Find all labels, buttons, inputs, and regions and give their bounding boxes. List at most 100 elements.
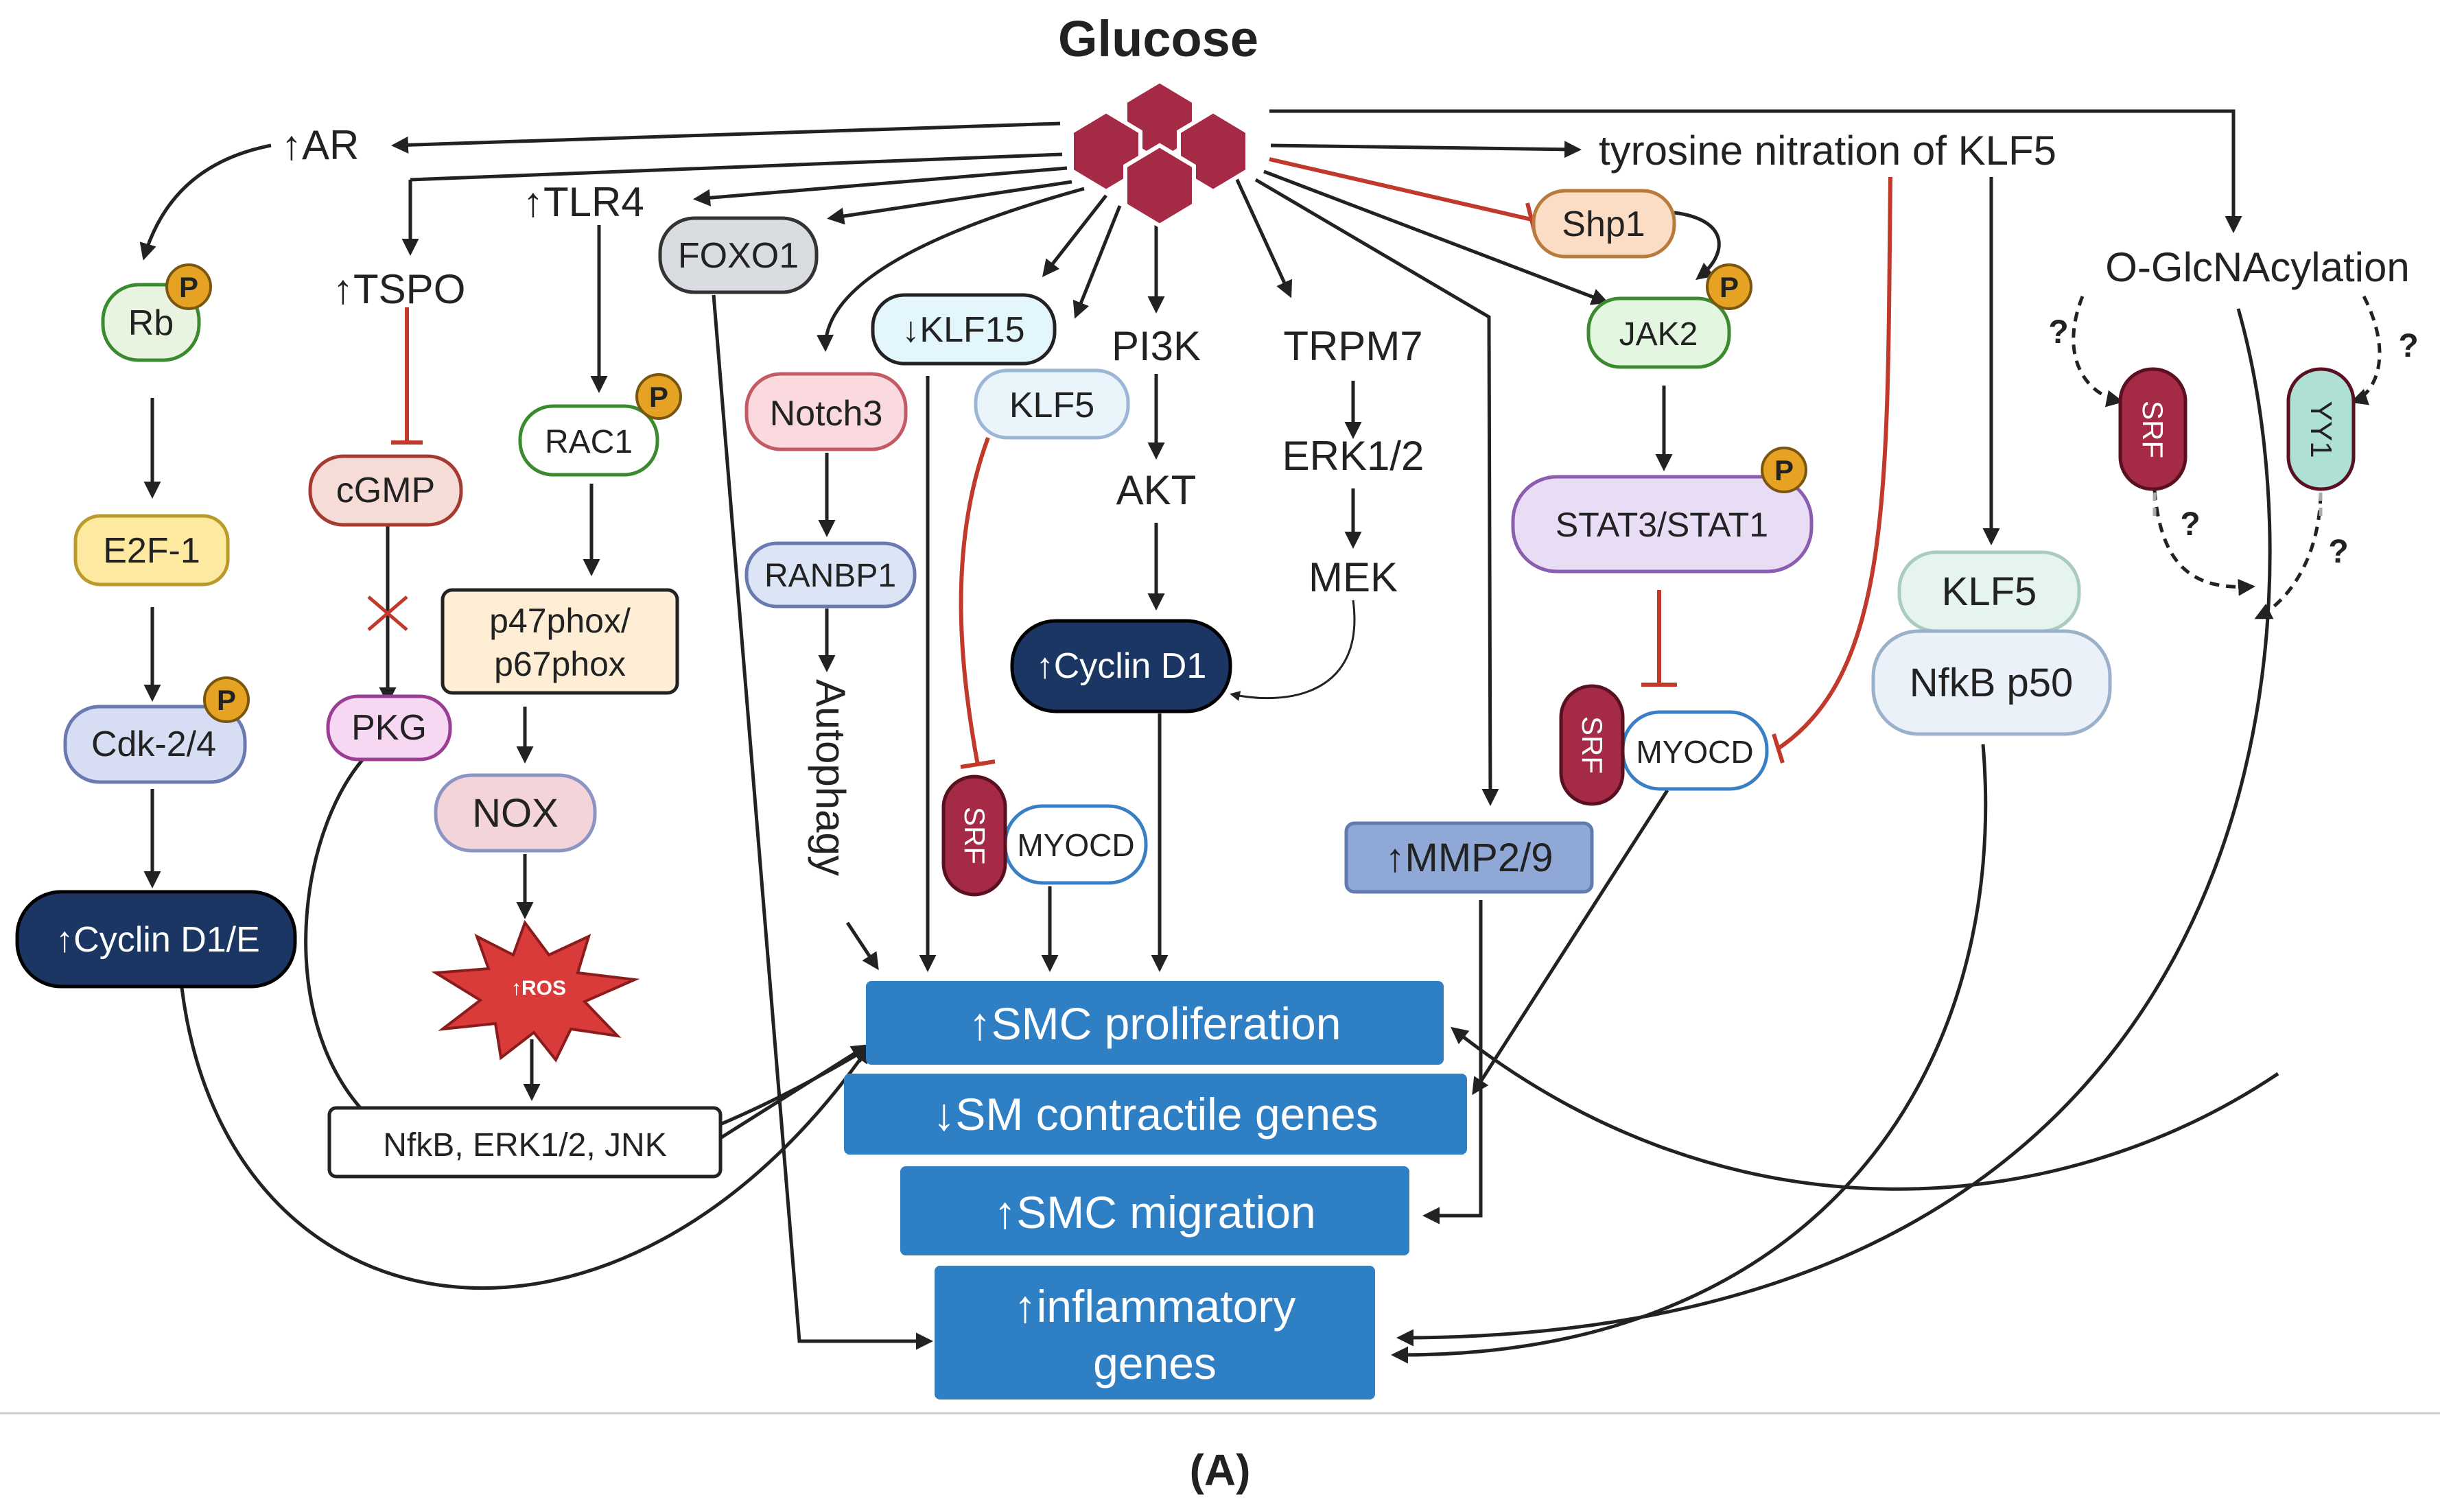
svg-text:P: P (649, 381, 668, 413)
node-ranbp1: RANBP1 (744, 541, 917, 609)
outcome-migration: ↑SMC migration (900, 1166, 1409, 1255)
svg-text:KLF5: KLF5 (1942, 569, 2037, 614)
svg-text:E2F-1: E2F-1 (103, 531, 200, 571)
inhibit-glucose-shp1 (1269, 157, 1532, 222)
edge-nfkb-prolif (716, 1044, 869, 1142)
edge-glucose-tspo (410, 152, 1063, 182)
svg-text:↑Cyclin D1/E: ↑Cyclin D1/E (56, 920, 260, 960)
svg-text:P: P (1774, 454, 1794, 486)
svg-text:↓KLF15: ↓KLF15 (902, 310, 1024, 350)
outcomes: ↑SMC proliferation ↓SM contractile genes… (844, 981, 1467, 1399)
node-mmp: ↑MMP2/9 (1344, 821, 1594, 894)
node-jak2: JAK2 (1586, 296, 1731, 369)
block-cross-b (367, 595, 408, 631)
phospho-icon-rb: P (165, 263, 212, 310)
svg-text:RAC1: RAC1 (545, 424, 633, 460)
glucose-icon (1070, 78, 1250, 228)
labels: ↑AR ↑TSPO ↑TLR4 PI3K AKT TRPM7 ERK1/2 ME… (281, 122, 2410, 876)
label-tyrosine: tyrosine nitration of KLF5 (1599, 128, 2056, 174)
edge-oglc-srf-dashed (2072, 296, 2124, 407)
edges (139, 109, 2279, 1364)
svg-text:p67phox: p67phox (494, 645, 626, 683)
node-cgmp: cGMP (308, 454, 463, 527)
svg-text:FOXO1: FOXO1 (678, 236, 799, 276)
node-foxo1: FOXO1 (658, 216, 819, 294)
phospho-icon-cdk: P (203, 676, 250, 723)
svg-text:MYOCD: MYOCD (1017, 827, 1134, 863)
dashed-edges (2072, 295, 2382, 619)
edge-foxo1-inflam (712, 294, 933, 1350)
svg-text:Cdk-2/4: Cdk-2/4 (91, 724, 216, 764)
svg-text:YY1: YY1 (2304, 401, 2338, 458)
node-p47phox: p47phox/ p67phox (441, 588, 679, 695)
svg-text:P: P (1720, 271, 1739, 303)
edge-mek-cyclin (1230, 600, 1356, 701)
svg-text:genes: genes (1093, 1338, 1217, 1389)
question-marks: ? ? ? ? (2048, 314, 2418, 570)
label-pi3k: PI3K (1112, 323, 1201, 369)
node-e2f1: E2F-1 (73, 514, 230, 587)
svg-text:SRF: SRF (959, 807, 991, 864)
inhibit-tyrosine-myocdb (1776, 176, 1892, 751)
svg-text:Rb: Rb (128, 303, 174, 343)
label-ar: ↑AR (281, 122, 359, 168)
svg-text:↑SMC migration: ↑SMC migration (994, 1187, 1315, 1238)
edge-autophagy-prolif (845, 921, 879, 971)
edge-glucose-trpm7 (1234, 177, 1293, 298)
label-erk: ERK1/2 (1282, 433, 1424, 479)
svg-text:↑SMC proliferation: ↑SMC proliferation (969, 998, 1341, 1049)
edge-glucose-jak2 (1263, 169, 1609, 305)
svg-text:cGMP: cGMP (336, 471, 435, 510)
edge-shp1-jak2 (1674, 211, 1721, 281)
edge-klf5node-prolif (1451, 1026, 2279, 1191)
svg-text:NfkB, ERK1/2, JNK: NfkB, ERK1/2, JNK (383, 1127, 666, 1163)
edge-glucose-mmp (1254, 178, 1499, 806)
question-mark-3: ? (2180, 506, 2200, 543)
phospho-badges: P P P P P (165, 263, 1807, 723)
edge-srf-join-dashed (2152, 490, 2255, 596)
edge-ar-rb (139, 143, 272, 261)
edge-glucose-notch3 (817, 187, 1085, 352)
label-mek: MEK (1309, 554, 1398, 600)
svg-text:MYOCD: MYOCD (1636, 734, 1753, 770)
edge-yy1-join-dashed (2254, 493, 2323, 619)
node-klf15: ↓KLF15 (871, 293, 1057, 366)
svg-text:KLF5: KLF5 (1009, 386, 1094, 425)
inhibit-klf5a-srf (959, 436, 990, 766)
edge-cyclin-prolif (180, 987, 870, 1290)
label-akt: AKT (1116, 467, 1197, 513)
svg-text:PKG: PKG (351, 708, 427, 748)
question-mark-4: ? (2328, 534, 2348, 570)
node-pkg: PKG (326, 694, 452, 761)
panel-label: (A) (1190, 1445, 1251, 1495)
edge-glucose-klf5a (1072, 205, 1122, 319)
node-cyclin-d1: ↑Cyclin D1 (1010, 619, 1232, 713)
node-klf5-a: KLF5 (974, 368, 1130, 440)
edge-glucose-tyrosine (1270, 141, 1582, 158)
node-nfkb-erk-jnk: NfkB, ERK1/2, JNK (327, 1106, 723, 1179)
svg-text:↑Cyclin D1: ↑Cyclin D1 (1036, 646, 1207, 686)
edge-klf5b-inflam (1391, 744, 1988, 1364)
svg-text:↓SM contractile genes: ↓SM contractile genes (932, 1089, 1378, 1139)
svg-text:↑ROS: ↑ROS (511, 977, 566, 1000)
phospho-icon-rac1: P (635, 373, 682, 420)
diagram-title: Glucose (1058, 10, 1258, 67)
node-klf5-nfkb: KLF5 NfkB p50 (1871, 550, 2112, 736)
edge-glucose-foxo1 (827, 180, 1072, 225)
node-nox: NOX (434, 773, 597, 853)
svg-text:↑inflammatory: ↑inflammatory (1014, 1281, 1296, 1332)
svg-text:SRF: SRF (1576, 716, 1608, 774)
node-srf-myocd-a: MYOCD SRF (941, 775, 1148, 897)
label-tspo: ↑TSPO (333, 266, 465, 312)
edge-oglc-yy1-dashed (2350, 295, 2382, 405)
node-srf-myocd-b: MYOCD SRF (1559, 684, 1769, 806)
label-autophagy: Autophagy (808, 679, 854, 876)
edge-mmp-migration (1422, 900, 1483, 1225)
svg-text:P: P (179, 271, 198, 303)
phospho-icon-jak2: P (1706, 263, 1752, 310)
label-oglc: O-GlcNAcylation (2105, 244, 2409, 290)
svg-text:JAK2: JAK2 (1619, 316, 1698, 353)
label-trpm7: TRPM7 (1283, 323, 1422, 369)
inhibition-edges (367, 157, 1892, 769)
